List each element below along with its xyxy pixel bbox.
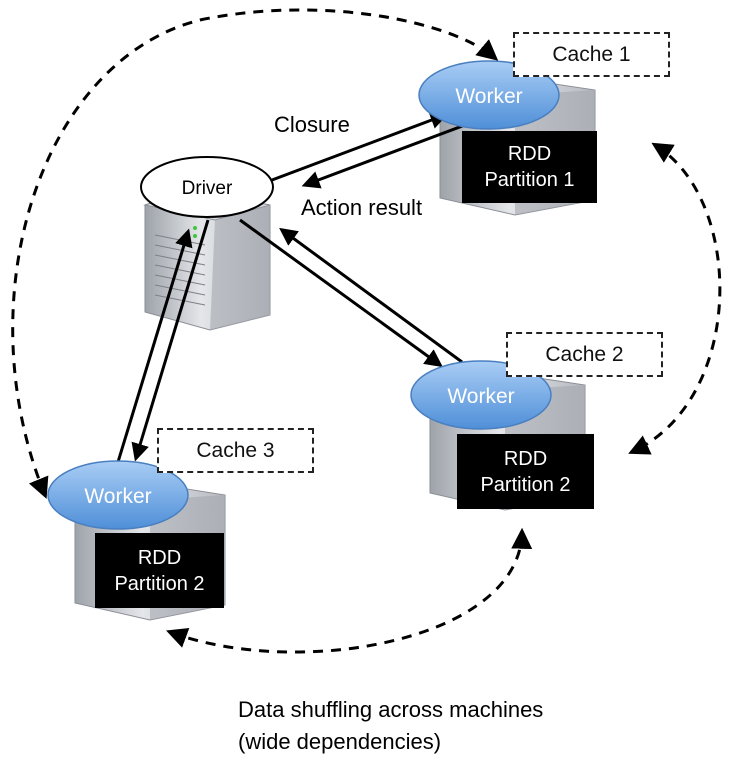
cache-3-label: Cache 3 [196,438,275,462]
caption-line-2: (wide dependencies) [238,729,442,754]
cache-1-label: Cache 1 [552,42,631,66]
shuffle-arrows [11,8,722,654]
worker-3-node: Worker [47,460,189,530]
rdd-partition-box-w3: RDD Partition 2 [95,533,224,608]
rdd-label-w1: RDD [507,143,552,165]
driver-node: Driver [140,156,274,218]
cache-2-label: Cache 2 [545,342,624,366]
rdd-partition-label-w2: Partition 2 [480,473,571,496]
worker-1-node: Worker [418,60,560,130]
rdd-partition-label-w3: Partition 2 [114,572,205,595]
shuffle-arrow-right [628,142,722,455]
worker-2-node: Worker [410,360,552,430]
rdd-label-w3: RDD [137,546,182,569]
caption-line-1: Data shuffling across machines [238,697,544,722]
worker-3-label: Worker [84,485,151,508]
shuffle-arrow-top [11,8,499,499]
worker-2-label: Worker [447,385,514,408]
cache-1-box: Cache 1 [513,32,670,77]
rdd-partition-box-w2: RDD Partition 2 [457,434,594,509]
driver-label: Driver [182,178,233,199]
cache-2-box: Cache 2 [506,332,663,377]
action-result-label: Action result [301,195,423,220]
worker-1-label: Worker [455,85,522,108]
rdd-partition-box-w1: RDD Partition 1 [462,131,597,203]
rdd-partition-label-w1: Partition 1 [484,169,575,191]
result-arrow-w2 [279,227,463,364]
rdd-label-w2: RDD [503,447,548,470]
shuffle-arrow-bottom [166,527,533,654]
closure-label: Closure [274,112,350,137]
cache-3-box: Cache 3 [157,428,314,473]
